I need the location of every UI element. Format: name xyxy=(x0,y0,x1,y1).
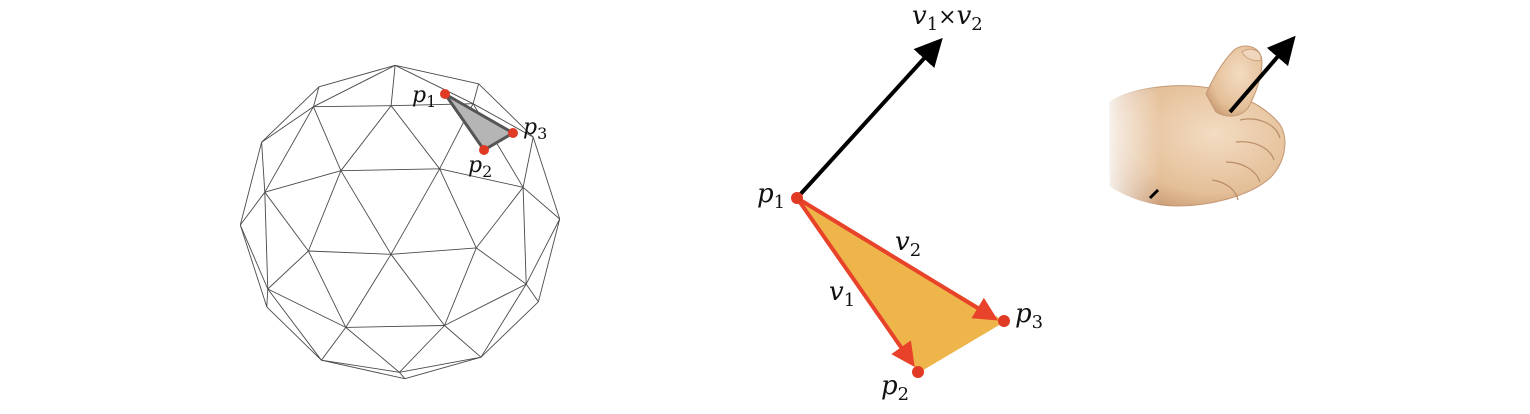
sphere-wire-edge xyxy=(472,83,480,104)
sphere-wire-edge xyxy=(537,218,561,302)
sphere-wire-edge xyxy=(475,187,524,249)
sphere-wire-edge xyxy=(439,168,477,249)
sphere-vertex-p3 xyxy=(508,128,518,138)
sphere-wire-edge xyxy=(345,254,392,328)
sphere-wire-edge xyxy=(239,224,269,290)
sphere-wire-edge xyxy=(267,288,346,328)
sphere-wire-edge xyxy=(390,247,477,255)
triangle-vertex-p1 xyxy=(791,192,803,204)
sphere-wire-edge xyxy=(522,137,534,188)
triangle-label-p2: p2 xyxy=(881,371,909,405)
sphere-wire-edge xyxy=(399,356,482,373)
sphere-wire-edge xyxy=(264,191,309,252)
thumb-direction-arrow xyxy=(1228,35,1296,114)
sphere-wire-edge xyxy=(261,86,320,143)
sphere-label-p2: p2 xyxy=(468,153,492,181)
sphere-wire-edge xyxy=(266,306,322,361)
sphere-wire-edge xyxy=(321,359,405,380)
sphere-wire-edge xyxy=(321,359,400,373)
sphere-wire-edge xyxy=(399,325,445,373)
thumb-arrow-tail xyxy=(1148,188,1160,200)
label-v1: v1 xyxy=(829,277,855,311)
sphere-wire-edge xyxy=(345,325,445,328)
sphere-wire-edge xyxy=(266,288,269,307)
triangle-face xyxy=(797,198,1004,372)
label-cross-product: v1×v2 xyxy=(912,1,983,35)
sphere-wire-edge xyxy=(439,168,524,188)
sphere-wire-edge xyxy=(267,250,309,290)
sphere-wire-edge xyxy=(267,288,322,361)
sphere-label-p1: p1 xyxy=(412,83,436,111)
sphere-wire-edge xyxy=(307,250,347,328)
sphere-wire-edge xyxy=(261,142,266,193)
sphere-wire-edge xyxy=(318,64,396,88)
sphere-wire-edge xyxy=(345,327,400,373)
normal-arrow xyxy=(795,37,943,200)
sphere-wire-edge xyxy=(312,86,320,107)
thumbs-up-right-hand-icon xyxy=(1100,45,1286,214)
sphere-wire-edge xyxy=(239,224,268,308)
sphere-wire-edge xyxy=(476,247,527,285)
sphere-wire-edge xyxy=(472,103,534,138)
triangle-label-p3: p3 xyxy=(1015,299,1043,333)
sphere-label-p3: p3 xyxy=(523,115,547,143)
sphere-wire-edge xyxy=(340,105,392,171)
sphere-wire-edge xyxy=(264,170,342,193)
sphere-wire-edge xyxy=(478,83,534,138)
sphere-wire-edge xyxy=(308,250,392,255)
sphere-wire-edge xyxy=(340,170,392,255)
sphere-wire-edge xyxy=(522,187,527,285)
triangle-vertex-p3 xyxy=(998,315,1010,327)
sphere-wire-edge xyxy=(239,142,263,226)
sphere-wire-edge xyxy=(390,105,440,170)
sphere-vertex-p2 xyxy=(479,145,489,155)
sphere-wire-edge xyxy=(444,325,482,358)
sphere-wire-edge xyxy=(390,65,396,106)
sphere-wire-edge xyxy=(532,136,561,220)
sphere-wire-edge xyxy=(321,327,347,361)
sphere-wire-edge xyxy=(394,64,474,105)
highlighted-facet xyxy=(443,92,516,152)
sphere-wire-edge xyxy=(264,106,314,193)
sphere-wire-edge xyxy=(312,106,342,171)
sphere-wire-edge xyxy=(525,283,539,303)
sphere-wire-edge xyxy=(390,168,440,255)
sphere-wire-edge xyxy=(525,218,561,285)
sphere-vertex-p1 xyxy=(440,89,450,99)
sphere-wire-edge xyxy=(340,168,440,172)
sphere-wire-edge xyxy=(264,192,269,290)
sphere-wire-edge xyxy=(313,105,392,108)
sphere-wire-edge xyxy=(444,283,527,326)
sphere-wire-edge xyxy=(313,64,396,108)
sphere-wire-edge xyxy=(404,356,482,380)
triangle-label-p1: p1 xyxy=(757,179,785,213)
sphere-wire-edge xyxy=(399,372,406,379)
sphere-wire-edge xyxy=(522,186,560,220)
sphere-wire-edge xyxy=(390,254,445,326)
sphere-wire-edge xyxy=(444,247,477,326)
wireframe-sphere xyxy=(239,64,561,380)
sphere-wire-edge xyxy=(261,106,314,143)
sphere-wire-edge xyxy=(307,170,342,252)
sphere-wire-edge xyxy=(480,283,527,358)
sphere-wire-edge xyxy=(239,191,266,226)
edge-v1-arrow xyxy=(795,196,915,367)
edge-p2-p3 xyxy=(917,320,1005,373)
edge-v2-arrow xyxy=(795,196,999,321)
sphere-wire-edge xyxy=(480,301,539,358)
label-v2: v2 xyxy=(895,227,921,261)
sphere-wire-edge xyxy=(395,64,479,85)
triangle-vertex-p2 xyxy=(912,366,924,378)
